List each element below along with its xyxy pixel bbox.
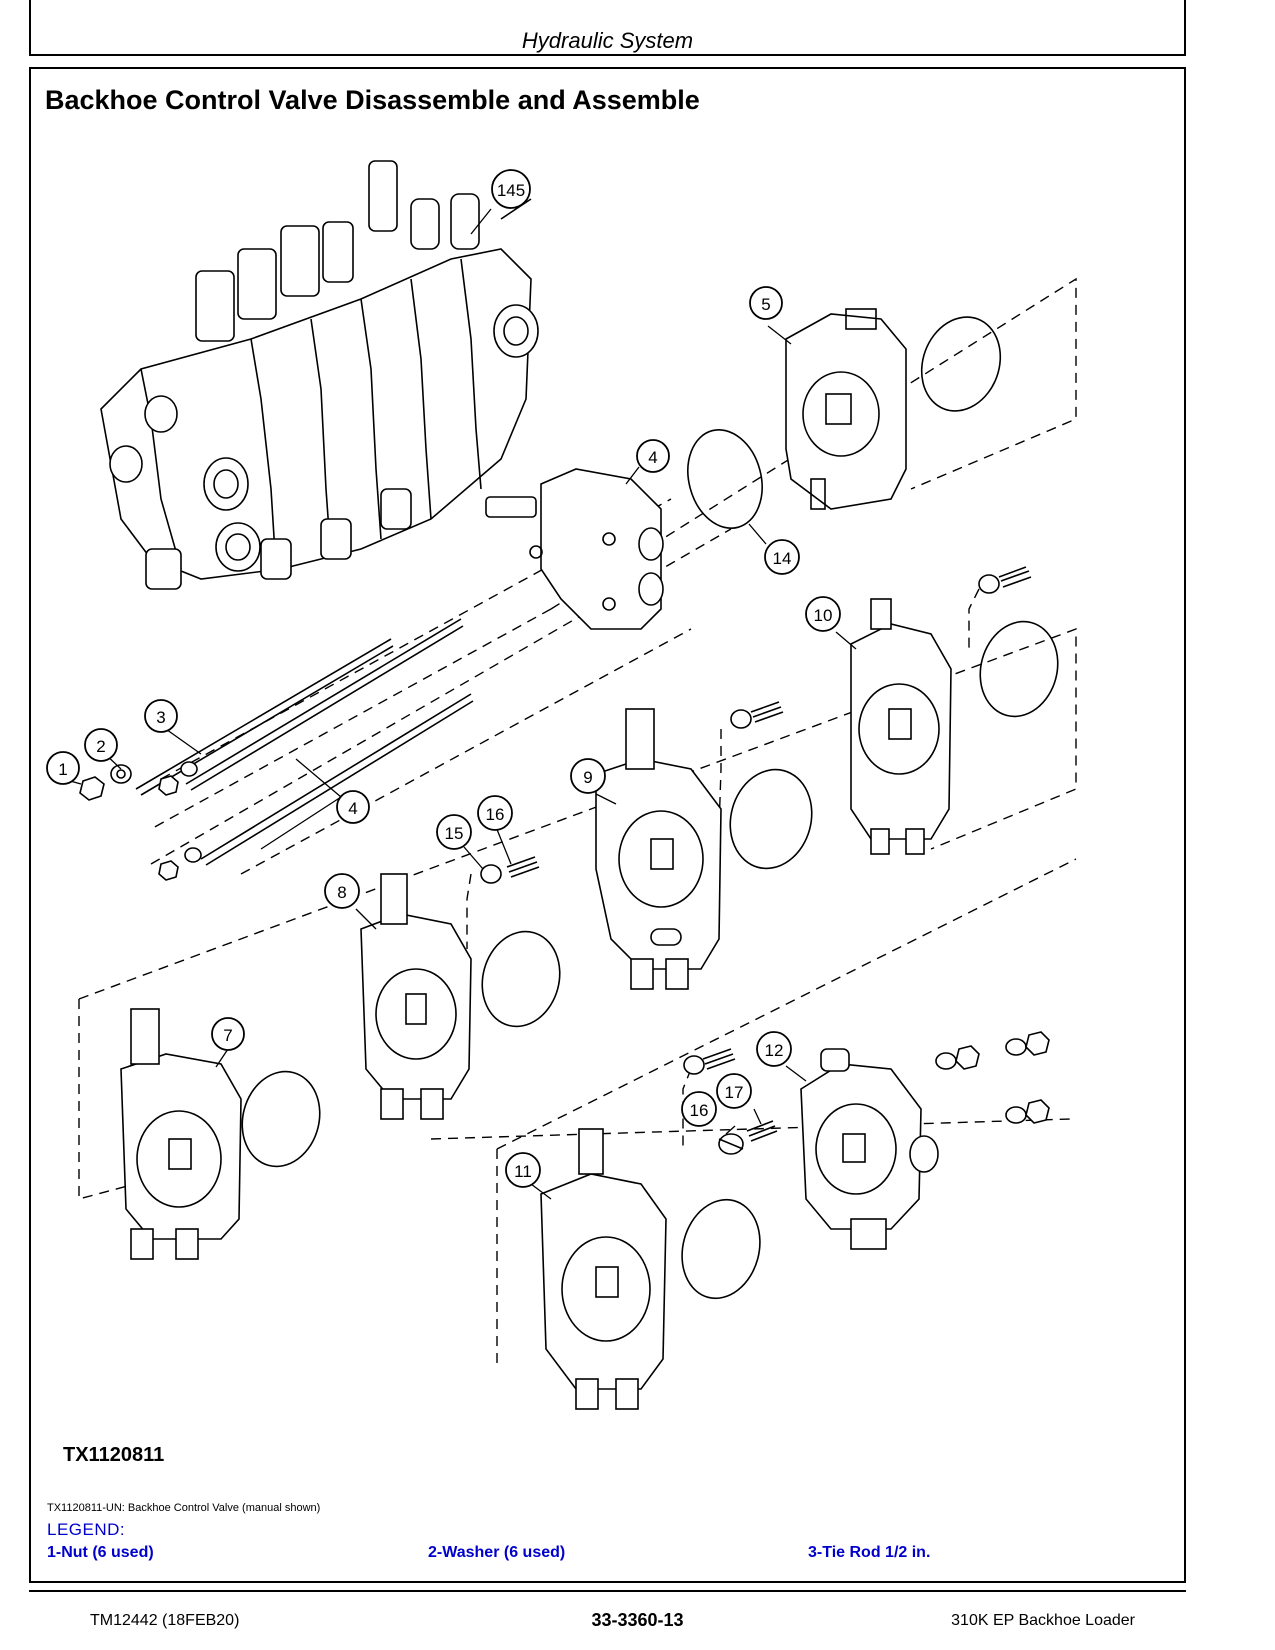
legend-item-nut[interactable]: 1-Nut (6 used) (47, 1544, 154, 1561)
callout-4: 4 (336, 790, 370, 824)
legend-item-washer[interactable]: 2-Washer (6 used) (428, 1544, 566, 1561)
callout-2: 2 (84, 728, 118, 762)
callout-17: 17 (716, 1073, 752, 1109)
svg-text:16: 16 (486, 805, 505, 824)
spring-15 (506, 856, 540, 878)
svg-text:3: 3 (156, 708, 165, 727)
callout-16: 16 (681, 1091, 717, 1127)
callout-7: 7 (211, 1017, 245, 1051)
o-ring-6 (920, 316, 1002, 412)
callout-13: 14 (764, 539, 800, 575)
svg-text:12: 12 (765, 1041, 784, 1060)
svg-text:5: 5 (761, 295, 770, 314)
callout-14: 15 (436, 814, 472, 850)
content-frame: Backhoe Control Valve Disassemble and As… (29, 67, 1186, 1583)
o-ring-10 (979, 620, 1059, 718)
check-poppet-10 (978, 566, 1032, 594)
callout-145: 145 (491, 169, 531, 209)
part-11-section (540, 1128, 667, 1410)
callout-9: 9 (570, 758, 606, 794)
section-title: Hydraulic System (521, 28, 694, 53)
page-title: Backhoe Control Valve Disassemble and As… (45, 85, 700, 115)
svg-text:10: 10 (814, 606, 833, 625)
figure-caption: TX1120811-UN: Backhoe Control Valve (man… (47, 1502, 321, 1514)
o-ring-8 (481, 930, 561, 1028)
nuts-and-washers-left (79, 761, 202, 881)
svg-text:7: 7 (223, 1026, 232, 1045)
header-box: Hydraulic System (29, 0, 1186, 56)
part-12-outlet-section (800, 1048, 939, 1250)
valve-assembly-drawing (100, 160, 539, 590)
part-8-section (360, 873, 472, 1120)
svg-text:2: 2 (96, 737, 105, 756)
part-7-section (120, 1008, 242, 1260)
svg-text:8: 8 (337, 883, 346, 902)
svg-text:4: 4 (348, 799, 357, 818)
part-10-section (850, 598, 952, 855)
check-poppet-14 (480, 864, 502, 884)
svg-text:9: 9 (583, 768, 592, 787)
svg-text:17: 17 (725, 1083, 744, 1102)
svg-text:14: 14 (773, 549, 792, 568)
callout-6: 5 (749, 286, 783, 320)
svg-text:16: 16 (690, 1101, 709, 1120)
callout-3: 3 (144, 699, 178, 733)
part-5-inlet-section (485, 468, 664, 630)
callout-12: 12 (756, 1031, 792, 1067)
svg-text:145: 145 (497, 181, 525, 200)
part-9-section (595, 708, 722, 990)
footer-page-number: 33-3360-13 (591, 1610, 684, 1630)
footer-model: 310K EP Backhoe Loader (951, 1612, 1135, 1629)
spring-17 (683, 1048, 778, 1142)
alignment-lines (78, 277, 1077, 1369)
o-ring-13 (687, 429, 763, 529)
o-ring-9 (729, 768, 813, 870)
nuts-and-washers-right (935, 1031, 1050, 1124)
callout-10: 10 (805, 596, 841, 632)
svg-text:1: 1 (58, 760, 67, 779)
figure-id: TX1120811 (63, 1444, 165, 1466)
callout-5: 4 (636, 439, 670, 473)
legend-title: LEGEND: (47, 1520, 126, 1539)
svg-text:4: 4 (648, 448, 657, 467)
check-poppet-9 (730, 701, 784, 729)
callout-11: 11 (505, 1152, 541, 1188)
tie-rods (135, 618, 474, 866)
svg-text:15: 15 (445, 824, 464, 843)
callout-8: 8 (324, 873, 360, 909)
callout-15: 16 (477, 795, 513, 831)
check-poppet-16 (718, 1133, 744, 1155)
o-ring-7 (241, 1070, 321, 1168)
o-ring-11 (681, 1198, 761, 1300)
footer-divider (29, 1590, 1186, 1592)
footer-doc-id: TM12442 (18FEB20) (90, 1612, 240, 1629)
exploded-view-diagram: 145 5 4 14 10 3 2 1 (46, 160, 1077, 1410)
callout-1: 1 (46, 751, 80, 785)
part-6-end-section (785, 308, 907, 510)
legend-item-tie-rod[interactable]: 3-Tie Rod 1/2 in. (808, 1544, 931, 1561)
svg-text:11: 11 (514, 1162, 532, 1181)
